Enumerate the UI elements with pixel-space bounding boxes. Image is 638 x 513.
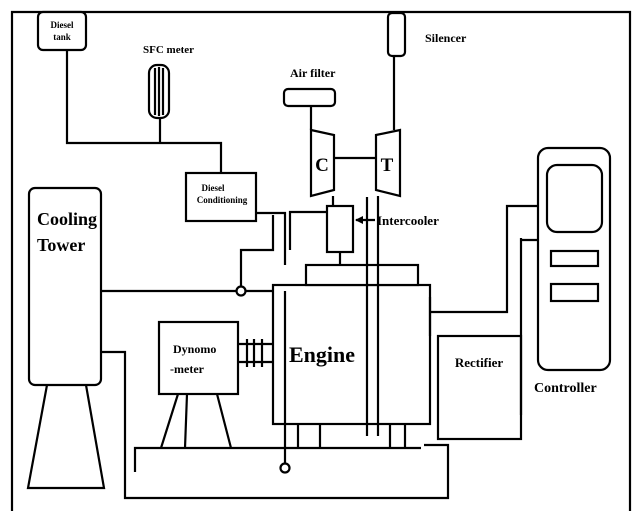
controller-button-bottom [549,282,600,303]
compressor-label: C [315,155,329,176]
engine-manifold [304,263,420,287]
rectifier-box [436,334,523,441]
exhaust-pipe [365,56,396,436]
cooling-tower-base [26,384,106,490]
silencer-box [386,11,407,58]
intercooler-arrowhead [355,216,363,224]
coolant-junction-bottom [279,462,291,474]
sfc-meter [147,63,171,120]
diesel-conditioning-label-line2: Conditioning [197,195,248,205]
diesel-conditioning-label-line1: Diesel [202,183,225,193]
dynamometer-label-line1: Dynomo [173,342,216,356]
controller-button-top [549,249,600,268]
controller-screen [545,163,604,234]
intake-pipe [288,106,342,265]
engine-label: Engine [289,342,355,367]
dynamometer-box [157,320,240,396]
drive-coupling [238,339,273,367]
air-filter-label: Air filter [290,66,336,80]
intercooler-label: Intercooler [377,213,439,228]
fuel-line [65,50,287,265]
intercooler-box [325,204,355,254]
sfc-meter-label: SFC meter [143,44,194,56]
controller-label: Controller [534,381,597,396]
dynamometer-label-line2: -meter [170,362,205,376]
diesel-tank-label-line2: tank [53,32,71,42]
rectifier-label: Rectifier [455,355,504,370]
cooling-tower-label-line1: Cooling [37,209,97,229]
compressor [309,128,336,198]
diesel-conditioning-box [184,171,258,223]
coolant-junction-top [235,285,247,297]
turbine-label: T [381,155,394,176]
dynamometer-stand [159,393,233,449]
silencer-label: Silencer [425,31,467,45]
air-filter-box [282,87,337,108]
diesel-tank-box [36,10,88,52]
cooling-tower-box [27,186,103,387]
cooling-tower-label-line2: Tower [37,235,85,255]
turbine [374,128,402,198]
diagram-frame [10,10,632,511]
control-wiring [428,204,538,415]
diesel-tank-label-line1: Diesel [51,20,74,30]
